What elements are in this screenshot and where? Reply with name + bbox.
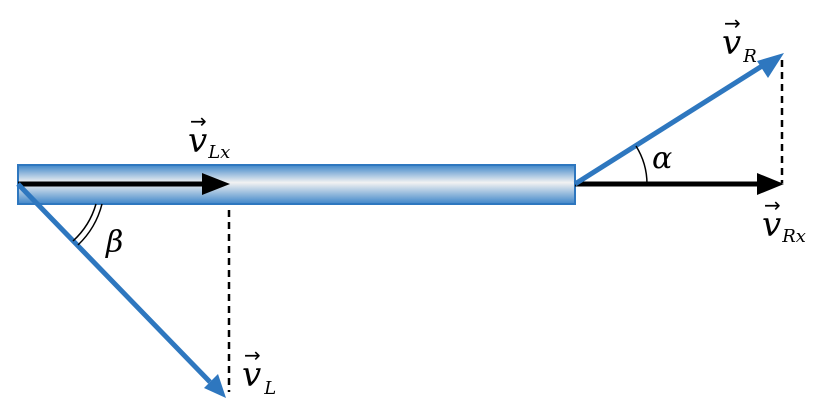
v-rx-arrow-glyph: → [764,193,781,217]
v-lx-arrowhead [202,173,230,195]
svg-text:vL: vL [242,355,276,399]
beta-arc-outer [77,203,103,246]
v-l-arrow-shaft [16,182,212,384]
svg-text:vR: vR [722,23,757,67]
label-v-rx: → vRx [762,193,806,247]
v-r-arrowhead [757,53,784,78]
label-v-lx: → vLx [188,109,230,163]
svg-text:vRx: vRx [762,205,806,247]
svg-text:vLx: vLx [188,121,230,163]
beta-arc-inner [72,203,97,242]
v-l-arrow-glyph: → [244,343,261,367]
v-l-arrowhead [204,374,226,398]
beta-label: β [105,225,123,260]
v-lx-arrow-glyph: → [190,109,207,133]
alpha-arc [635,145,648,185]
v-rx-arrowhead [757,173,784,195]
v-r-arrow-glyph: → [724,11,741,35]
alpha-label: α [652,141,672,176]
v-r-arrow-shaft [573,63,764,187]
